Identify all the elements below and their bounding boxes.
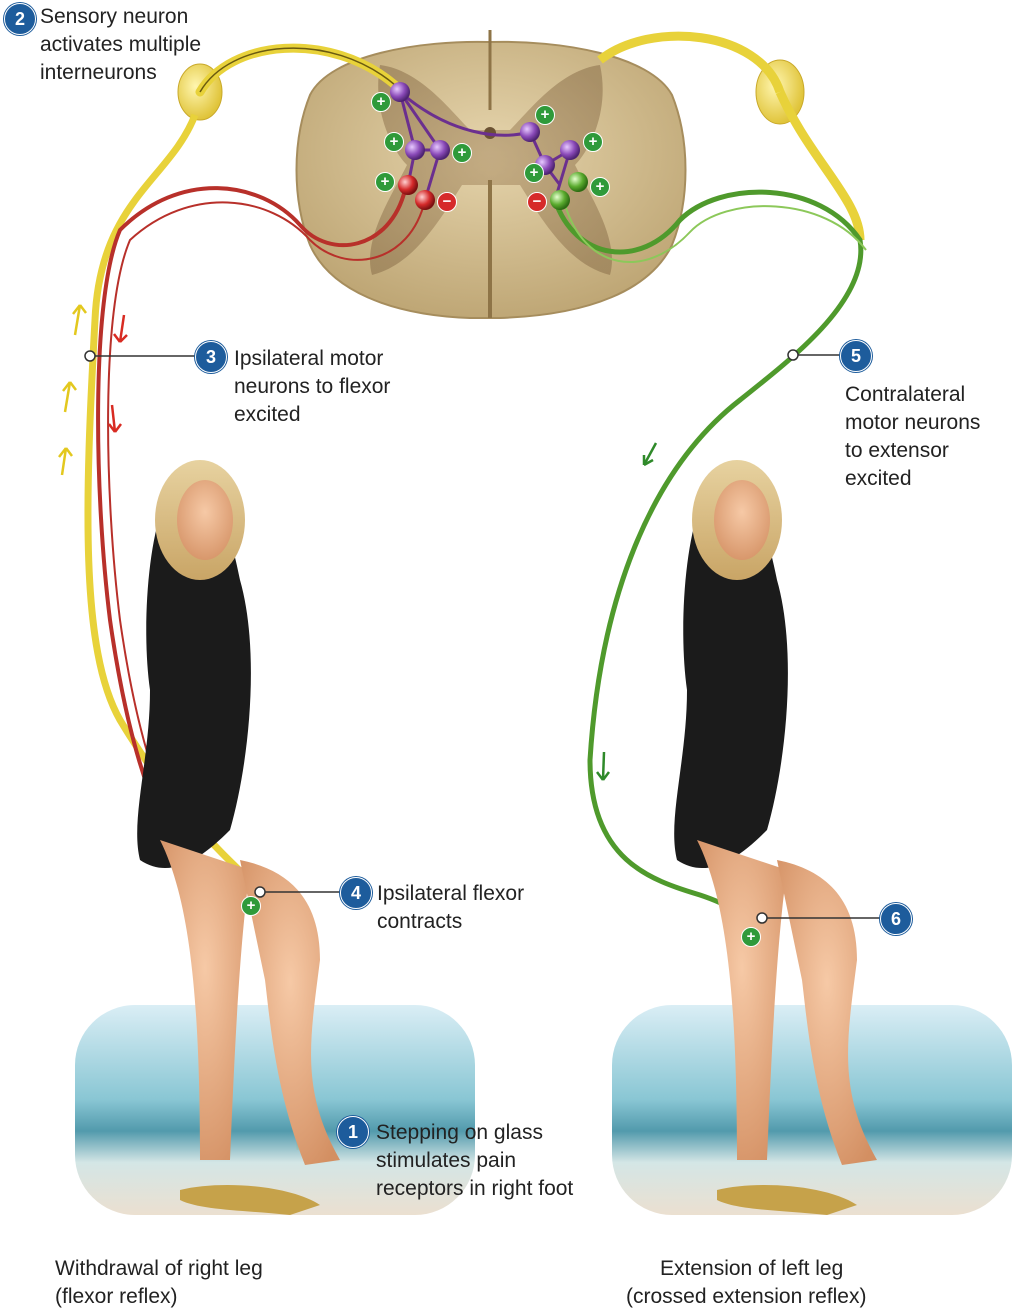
spinal-cord-cross-section: [295, 30, 687, 319]
excitatory-plus-icon: +: [241, 896, 261, 916]
step-label-5-line-3: to extensor: [845, 439, 949, 462]
excitatory-plus-icon: +: [452, 143, 472, 163]
leader-lines: [84, 349, 880, 924]
excitatory-plus-icon: +: [741, 927, 761, 947]
signal-direction-arrows: [58, 304, 658, 781]
step-label-2-line-3: interneurons: [40, 61, 157, 84]
excitatory-plus-icon: +: [384, 132, 404, 152]
step-label-5-line-4: excited: [845, 467, 912, 490]
step-label-1-line-3: receptors in right foot: [376, 1177, 574, 1200]
inhibitory-minus-icon: −: [527, 192, 547, 212]
step-badge-4: 4: [340, 877, 372, 909]
step-badge-1: 1: [337, 1116, 369, 1148]
right-beach-scene: [612, 460, 1012, 1215]
step-badge-5: 5: [840, 340, 872, 372]
caption-right-line-2: (crossed extension reflex): [626, 1285, 867, 1308]
step-label-4-line-1: Ipsilateral flexor: [377, 882, 525, 905]
caption-left-line-2: (flexor reflex): [55, 1285, 178, 1308]
step-label-4-line-2: contracts: [377, 910, 463, 933]
caption-right-line-1: Extension of left leg: [660, 1257, 844, 1280]
excitatory-plus-icon: +: [583, 132, 603, 152]
step-label-2-line-1: Sensory neuron: [40, 5, 189, 28]
step-label-3-line-1: Ipsilateral motor: [234, 347, 384, 370]
step-badge-3: 3: [195, 341, 227, 373]
excitatory-plus-icon: +: [590, 177, 610, 197]
excitatory-plus-icon: +: [524, 163, 544, 183]
caption-left-line-1: Withdrawal of right leg: [55, 1257, 263, 1280]
step-label-1-line-2: stimulates pain: [376, 1149, 517, 1172]
inhibitory-minus-icon: −: [437, 192, 457, 212]
excitatory-plus-icon: +: [371, 92, 391, 112]
step-label-2-line-2: activates multiple: [40, 33, 202, 56]
step-label-3-line-3: excited: [234, 403, 301, 426]
left-beach-scene: [75, 460, 475, 1215]
excitatory-plus-icon: +: [535, 105, 555, 125]
step-label-5-line-2: motor neurons: [845, 411, 981, 434]
excitatory-plus-icon: +: [375, 172, 395, 192]
step-badge-6: 6: [880, 903, 912, 935]
step-label-1-line-1: Stepping on glass: [376, 1121, 543, 1144]
step-badge-2: 2: [4, 3, 36, 35]
contralateral-pathway: [552, 31, 867, 931]
step-label-5-line-1: Contralateral: [845, 383, 966, 406]
step-label-3-line-2: neurons to flexor: [234, 375, 391, 398]
